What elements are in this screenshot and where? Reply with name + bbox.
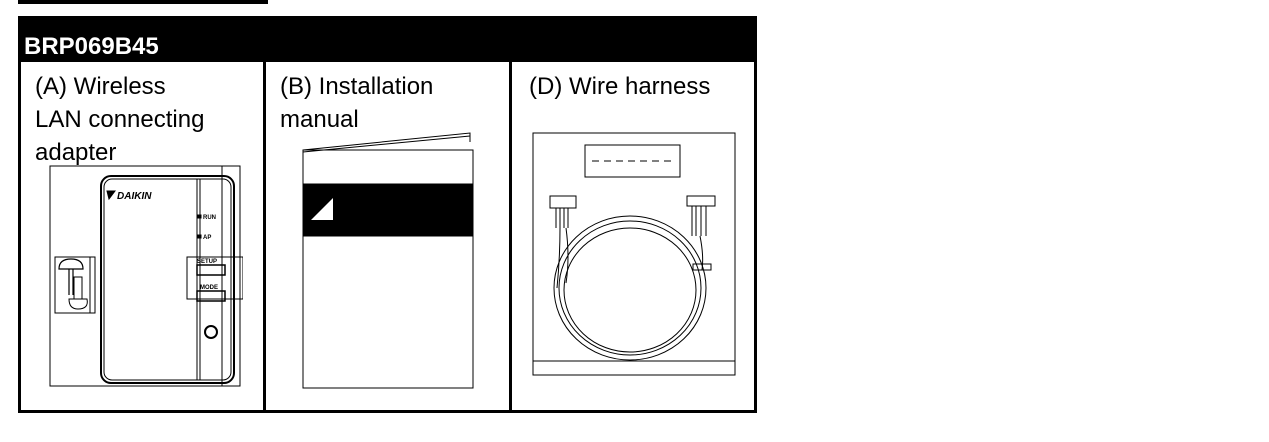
item-wire-harness: (D) Wire harness: [512, 62, 754, 410]
label-line: (A) Wireless: [35, 73, 166, 100]
top-rule: [18, 0, 268, 4]
accessory-table: BRP069B45 (A) Wireless LAN connecting ad…: [18, 16, 757, 413]
item-wireless-adapter: (A) Wireless LAN connecting adapter DAIK…: [21, 62, 266, 410]
item-label: (B) Installation manual: [280, 70, 510, 136]
label-line: (D) Wire harness: [529, 73, 711, 100]
wire-harness-illustration: [532, 132, 736, 376]
ap-led-label: AP: [203, 235, 211, 241]
label-line: adapter: [35, 139, 117, 166]
brand-logo-text: DAIKIN: [117, 191, 152, 202]
item-installation-manual: (B) Installation manual: [266, 62, 512, 410]
wireless-adapter-illustration: DAIKIN RUN AP SETUP MODE: [49, 165, 243, 387]
item-label: (A) Wireless LAN connecting adapter: [35, 70, 265, 169]
mode-button-label: MODE: [200, 285, 218, 291]
label-line: (B) Installation: [280, 73, 434, 100]
setup-button-label: SETUP: [197, 259, 217, 265]
label-line: manual: [280, 106, 359, 133]
label-line: LAN connecting: [35, 106, 205, 133]
run-led-label: RUN: [203, 215, 216, 221]
item-label: (D) Wire harness: [529, 70, 759, 103]
installation-manual-illustration: [302, 132, 474, 389]
model-header: BRP069B45: [18, 16, 757, 62]
